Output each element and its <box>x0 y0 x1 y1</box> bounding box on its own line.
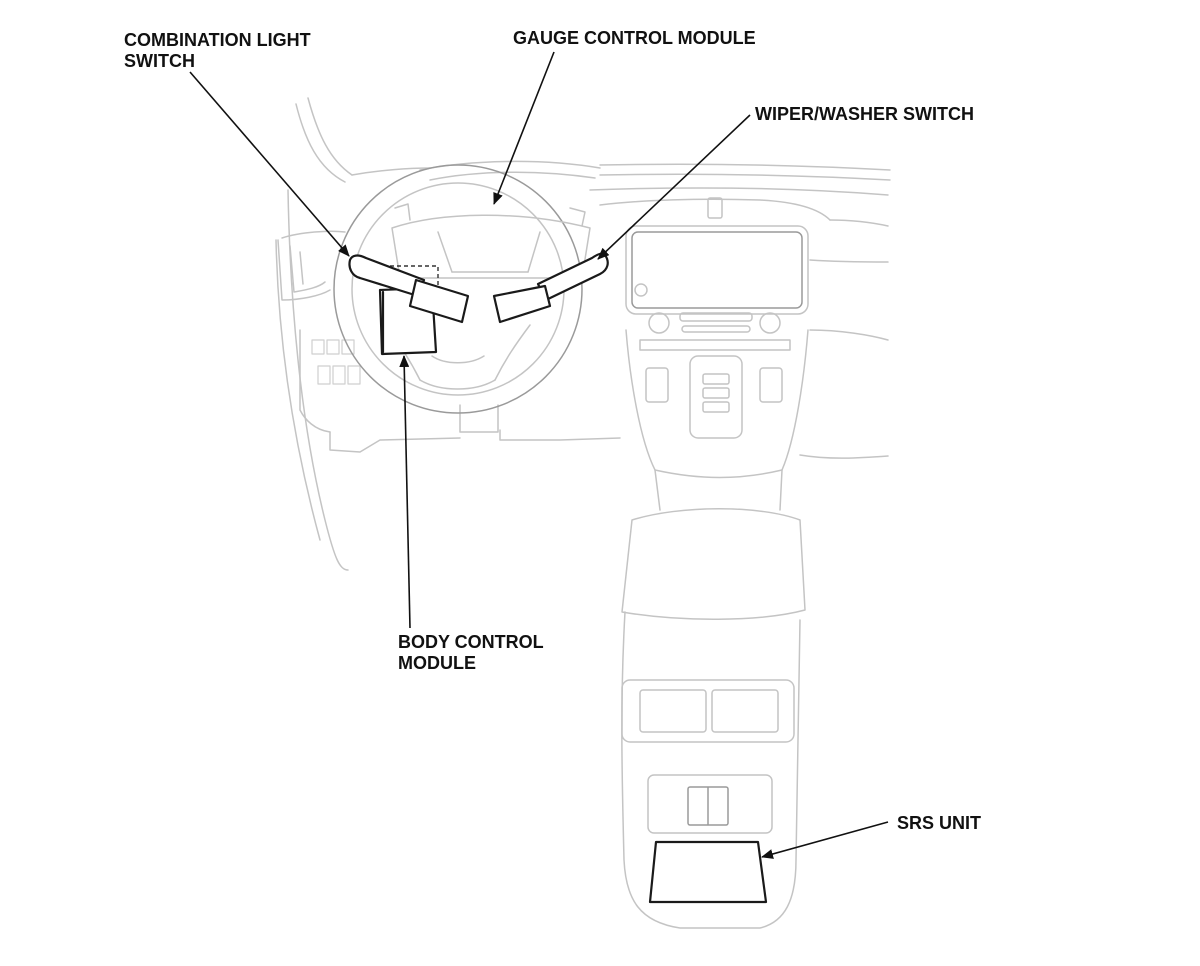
label-wiper-washer-switch-text: WIPER/WASHER SWITCH <box>755 104 974 124</box>
label-gauge-control-module-text: GAUGE CONTROL MODULE <box>513 28 756 48</box>
label-body-control-module-line2: MODULE <box>398 653 476 673</box>
leader-srs-unit <box>761 821 889 859</box>
label-body-control-module-line1: BODY CONTROL <box>398 632 544 652</box>
label-wiper-washer-switch: WIPER/WASHER SWITCH <box>755 104 974 125</box>
leader-body-control-module <box>399 355 411 629</box>
label-combination-light-switch: COMBINATION LIGHT SWITCH <box>124 30 311 72</box>
label-srs-unit-text: SRS UNIT <box>897 813 982 833</box>
leader-gauge-control-module <box>493 51 555 205</box>
leader-combination-light-switch <box>189 71 350 257</box>
leader-wiper-washer-switch <box>597 114 751 260</box>
label-gauge-control-module: GAUGE CONTROL MODULE <box>513 28 756 49</box>
label-srs-unit: SRS UNIT <box>897 813 981 834</box>
center-stack <box>621 225 809 929</box>
label-combination-light-switch-line2: SWITCH <box>124 51 195 71</box>
gauge-cluster <box>391 214 591 279</box>
combination-light-switch-shape <box>348 254 470 324</box>
wiper-washer-switch-shape <box>492 252 609 324</box>
label-combination-light-switch-line1: COMBINATION LIGHT <box>124 30 311 50</box>
dashboard-outline <box>275 97 891 571</box>
srs-unit-shape <box>648 840 768 904</box>
label-body-control-module: BODY CONTROL MODULE <box>398 632 544 674</box>
